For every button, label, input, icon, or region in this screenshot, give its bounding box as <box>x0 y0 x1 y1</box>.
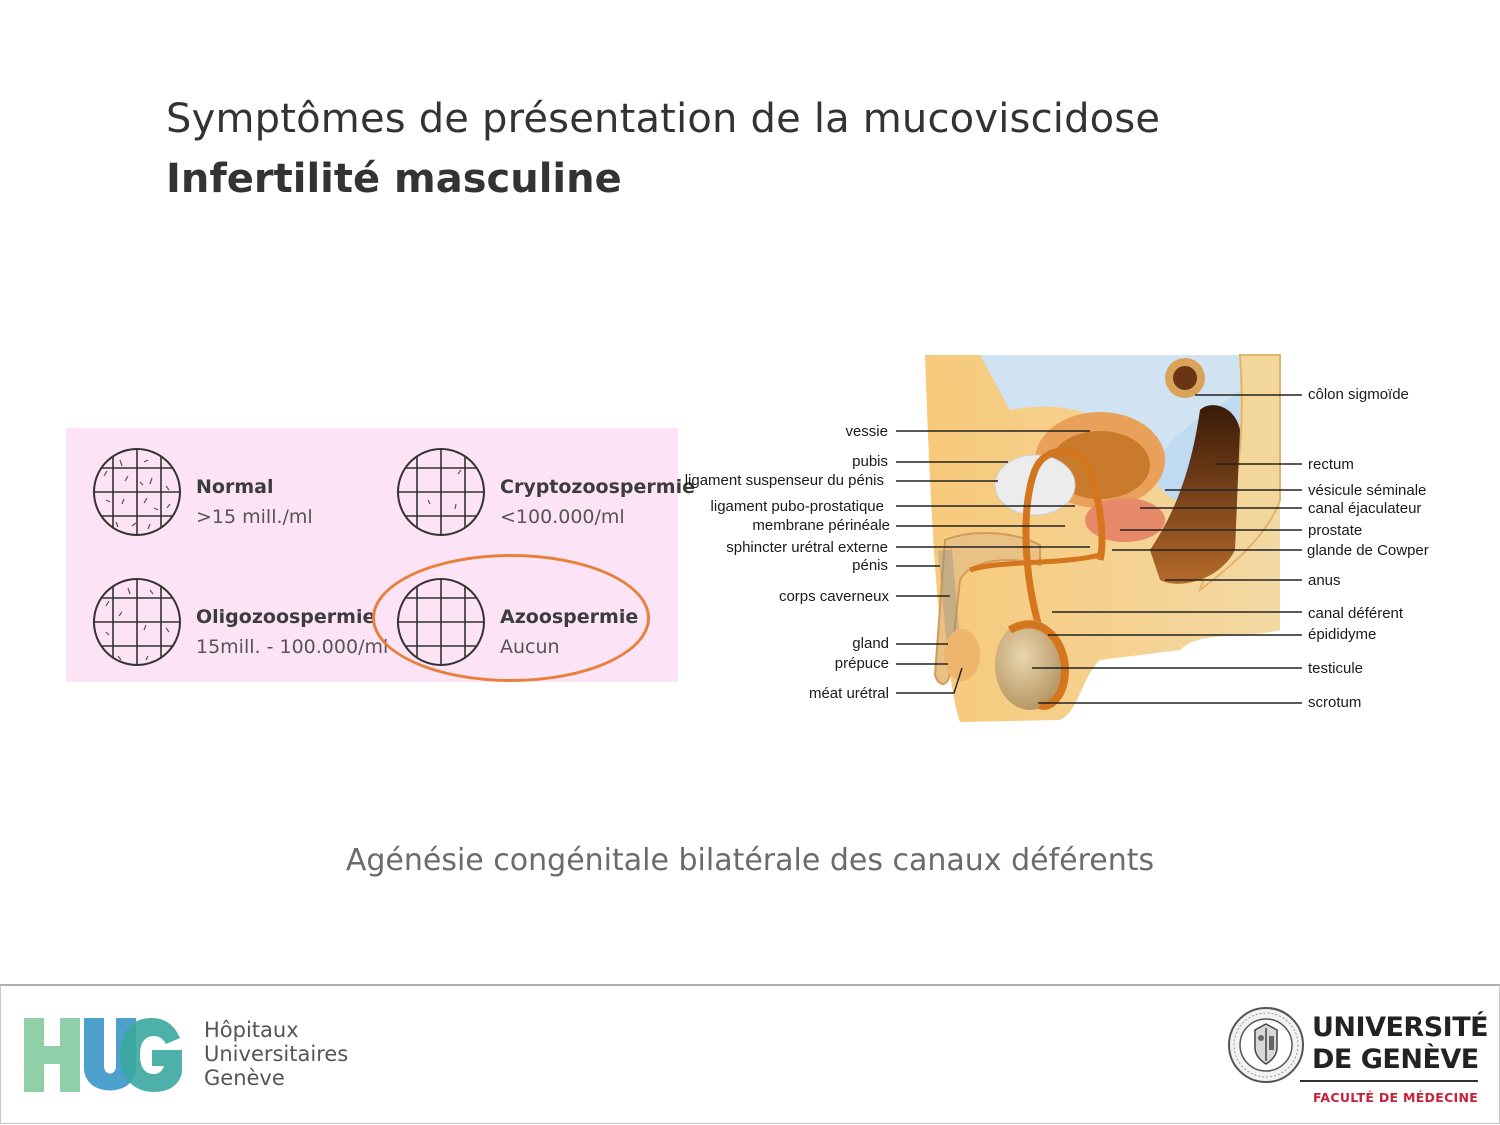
sperm-category-name: Normal <box>196 476 274 498</box>
hug-logo <box>24 1018 182 1092</box>
label-rectum: rectum <box>1308 456 1354 473</box>
label-scrotum: scrotum <box>1308 694 1362 711</box>
unige-faculty: FACULTÉ DE MÉDECINE <box>1313 1090 1479 1105</box>
label-glande-de-cowper: glande de Cowper <box>1307 542 1429 559</box>
label-corps-caverneux: corps caverneux <box>778 588 889 605</box>
sperm-category-name: Oligozoospermie <box>196 606 376 628</box>
male-anatomy-illustration <box>896 354 1302 722</box>
footer-divider <box>0 984 1500 986</box>
hug-line-1: Hôpitaux <box>204 1018 299 1042</box>
hug-line-2: Universitaires <box>204 1042 349 1066</box>
unige-name: UNIVERSITÉ DE GENÈVE <box>1312 1012 1489 1076</box>
sperm-category-value: <100.000/ml <box>500 506 625 528</box>
unige-seal-icon <box>1228 1007 1304 1083</box>
hug-name: Hôpitaux Universitaires Genève <box>204 1018 348 1090</box>
slide-caption: Agénésie congénitale bilatérale des cana… <box>345 843 1155 878</box>
label-vesicule-seminale: vésicule séminale <box>1308 482 1427 499</box>
hug-line-3: Genève <box>204 1066 285 1090</box>
unige-line-1: UNIVERSITÉ <box>1312 1012 1489 1043</box>
label-sphincter-uretral: sphincter urétral externe <box>726 539 888 556</box>
label-prostate: prostate <box>1308 522 1363 539</box>
slide-title: Symptômes de présentation de la mucovisc… <box>166 96 1161 142</box>
label-pubis: pubis <box>852 453 888 470</box>
label-vessie: vessie <box>845 423 888 440</box>
slide-subtitle: Infertilité masculine <box>166 156 622 202</box>
label-anus: anus <box>1308 572 1341 589</box>
microscope-grid-normal-icon <box>93 448 181 536</box>
sperm-category-name: Cryptozoospermie <box>500 476 695 498</box>
sperm-category-value: 15mill. - 100.000/ml <box>196 636 389 658</box>
label-epididyme: épididyme <box>1308 626 1377 643</box>
label-meat-uretral: méat urétral <box>808 685 889 702</box>
label-gland: gland <box>852 635 889 652</box>
label-ligament-pubo-prostatique: ligament pubo-prostatique <box>710 498 884 515</box>
label-penis: pénis <box>852 557 888 574</box>
microscope-grid-oligo-icon <box>93 578 181 666</box>
azoospermie-highlight-ring <box>372 554 650 682</box>
sperm-category-value: >15 mill./ml <box>196 506 313 528</box>
label-ligament-suspenseur: ligament suspenseur du pénis <box>684 472 884 489</box>
label-prepuce: prépuce <box>834 655 889 672</box>
label-membrane-perineale: membrane périnéale <box>752 517 890 534</box>
microscope-grid-crypto-icon <box>397 448 485 536</box>
label-testicule: testicule <box>1308 660 1364 677</box>
unige-divider <box>1300 1080 1478 1082</box>
male-anatomy-diagram: vessie pubis ligament suspenseur du péni… <box>680 350 1480 730</box>
label-canal-ejaculateur: canal éjaculateur <box>1308 500 1422 517</box>
label-canal-deferent: canal déférent <box>1308 605 1404 622</box>
label-colon-sigmoide: côlon sigmoïde <box>1308 386 1409 403</box>
unige-line-2: DE GENÈVE <box>1312 1044 1479 1075</box>
